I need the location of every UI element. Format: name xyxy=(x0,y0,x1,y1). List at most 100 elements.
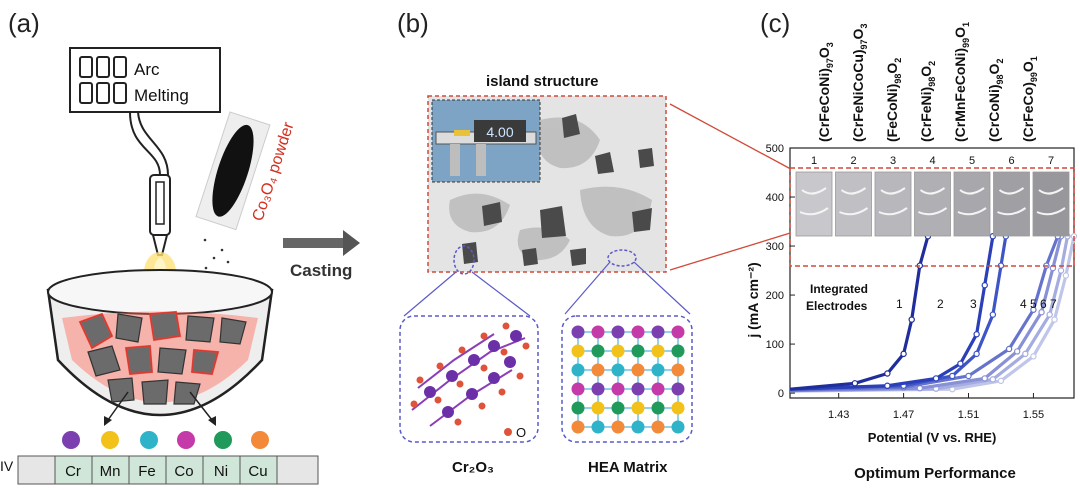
island-structure-figure: island structure 4.00 xyxy=(399,73,693,476)
composition-label-7: (CrFeCo)99O1 xyxy=(1020,56,1039,142)
lsv-curves xyxy=(789,233,1078,393)
composition-label-3: (FeCoNi)98O2 xyxy=(884,58,903,142)
sphere-ni xyxy=(214,431,232,449)
lattice-atom xyxy=(671,363,685,377)
lattice-atom xyxy=(631,363,645,377)
curve-2-point xyxy=(973,331,980,338)
curve-label-3: 3 xyxy=(970,297,977,311)
caliper-reading: 4.00 xyxy=(486,124,513,140)
curve-label-1: 1 xyxy=(896,297,903,311)
lattice-atom xyxy=(631,420,645,434)
lattice-atom xyxy=(611,344,625,358)
electrode-photo-4 xyxy=(914,171,951,237)
lattice-atom xyxy=(611,325,625,339)
oxygen-legend-label: O xyxy=(516,425,526,440)
hea-matrix-caption: HEA Matrix xyxy=(588,459,668,476)
curve-label-4567: 4 5 6 7 xyxy=(1020,297,1057,311)
sphere-co xyxy=(177,431,195,449)
curve-3-point xyxy=(973,350,980,358)
casting-arrow-head xyxy=(343,230,360,256)
composition-label-5: (CrMnFeCoNi)99O1 xyxy=(952,22,971,142)
inset-number-5: 5 xyxy=(969,155,975,167)
composition-label-4: (CrFeNi)98O2 xyxy=(918,61,937,142)
y-tick-300: 300 xyxy=(766,241,784,253)
curve-4-point xyxy=(1005,345,1013,353)
lattice-atom xyxy=(631,344,645,358)
element-ni: Ni xyxy=(214,463,228,480)
lattice-atom xyxy=(631,401,645,415)
curve-5-point xyxy=(1038,309,1045,316)
inset-number-6: 6 xyxy=(1008,155,1014,167)
curve-7-point xyxy=(997,377,1005,385)
lattice-atom xyxy=(651,382,665,396)
x-axis-label: Potential (V vs. RHE) xyxy=(868,430,997,445)
lattice-atom xyxy=(591,420,605,434)
composition-label-1: (CrFeCoNi)97O3 xyxy=(816,42,835,142)
zoom-connector-lines xyxy=(669,103,801,271)
casting-arrow-shaft xyxy=(283,238,345,248)
electrode-photo-5 xyxy=(953,171,991,237)
curve-6-point xyxy=(1046,311,1053,318)
lattice-atom xyxy=(591,382,605,396)
torch xyxy=(149,174,171,236)
inset-number-4: 4 xyxy=(929,155,935,167)
lattice-atom xyxy=(611,420,625,434)
lattice-atom xyxy=(571,325,585,339)
curve-1-point xyxy=(908,316,915,323)
y-tick-500: 500 xyxy=(766,143,784,155)
composition-label-6: (CrCoNi)98O2 xyxy=(986,59,1005,142)
lsv-chart: (CrFeCoNi)97O3 (CrFeNiCoCu)97O3 (FeCoNi)… xyxy=(745,22,1078,482)
y-axis-label: j (mA cm⁻²) xyxy=(745,262,761,338)
electrode-photo-inset xyxy=(789,167,1075,267)
device-label-arc: Arc xyxy=(134,60,160,79)
hea-lattice xyxy=(571,325,685,434)
lattice-atom xyxy=(571,363,585,377)
cr-atoms xyxy=(424,330,522,418)
element-cu: Cu xyxy=(248,463,267,480)
y-tick-0: 0 xyxy=(778,388,784,400)
lattice-atom xyxy=(651,325,665,339)
island-structure-title: island structure xyxy=(486,73,599,90)
sphere-cu xyxy=(251,431,269,449)
lattice-atom xyxy=(651,363,665,377)
lattice-atom xyxy=(671,420,685,434)
electrode-photo-2 xyxy=(835,171,872,237)
lattice-atom xyxy=(571,401,585,415)
lattice-atom xyxy=(671,325,685,339)
inset-number-1: 1 xyxy=(811,155,817,167)
curve-7-point xyxy=(1051,316,1058,323)
x-tick-1.43: 1.43 xyxy=(828,409,849,421)
curve-4-point xyxy=(1030,306,1037,313)
y-tick-400: 400 xyxy=(766,192,784,204)
lattice-atom xyxy=(591,363,605,377)
panel-b-label: (b) xyxy=(397,8,429,38)
inset-text-electrodes: Electrodes xyxy=(806,299,868,313)
curve-2-point xyxy=(981,282,988,289)
sphere-fe xyxy=(140,431,158,449)
composition-label-2: (CrFeNiCoCu)97O3 xyxy=(850,24,869,142)
curve-5-point xyxy=(916,384,924,392)
lattice-atom xyxy=(611,382,625,396)
inset-number-2: 2 xyxy=(850,155,856,167)
lattice-atom xyxy=(671,344,685,358)
oxide-islands xyxy=(462,114,654,266)
electrode-photo-3 xyxy=(874,171,912,237)
period-label: IV xyxy=(0,458,14,474)
curve-5-point xyxy=(981,375,988,382)
sphere-cr xyxy=(62,431,80,449)
electrode-photo-1 xyxy=(795,171,833,237)
lattice-atom xyxy=(631,382,645,396)
device-label-melting: Melting xyxy=(134,86,189,105)
curve-6-point xyxy=(989,376,997,383)
lattice-atom xyxy=(571,344,585,358)
electrode-photo-7 xyxy=(1032,171,1070,237)
o-atoms xyxy=(410,322,530,426)
curve-7-point xyxy=(1030,353,1037,360)
curve-5-point xyxy=(1014,348,1021,355)
x-tick-1.51: 1.51 xyxy=(958,409,979,421)
lattice-atom xyxy=(611,401,625,415)
curve-3-point xyxy=(989,311,997,318)
panel-a-label: (a) xyxy=(8,8,40,38)
